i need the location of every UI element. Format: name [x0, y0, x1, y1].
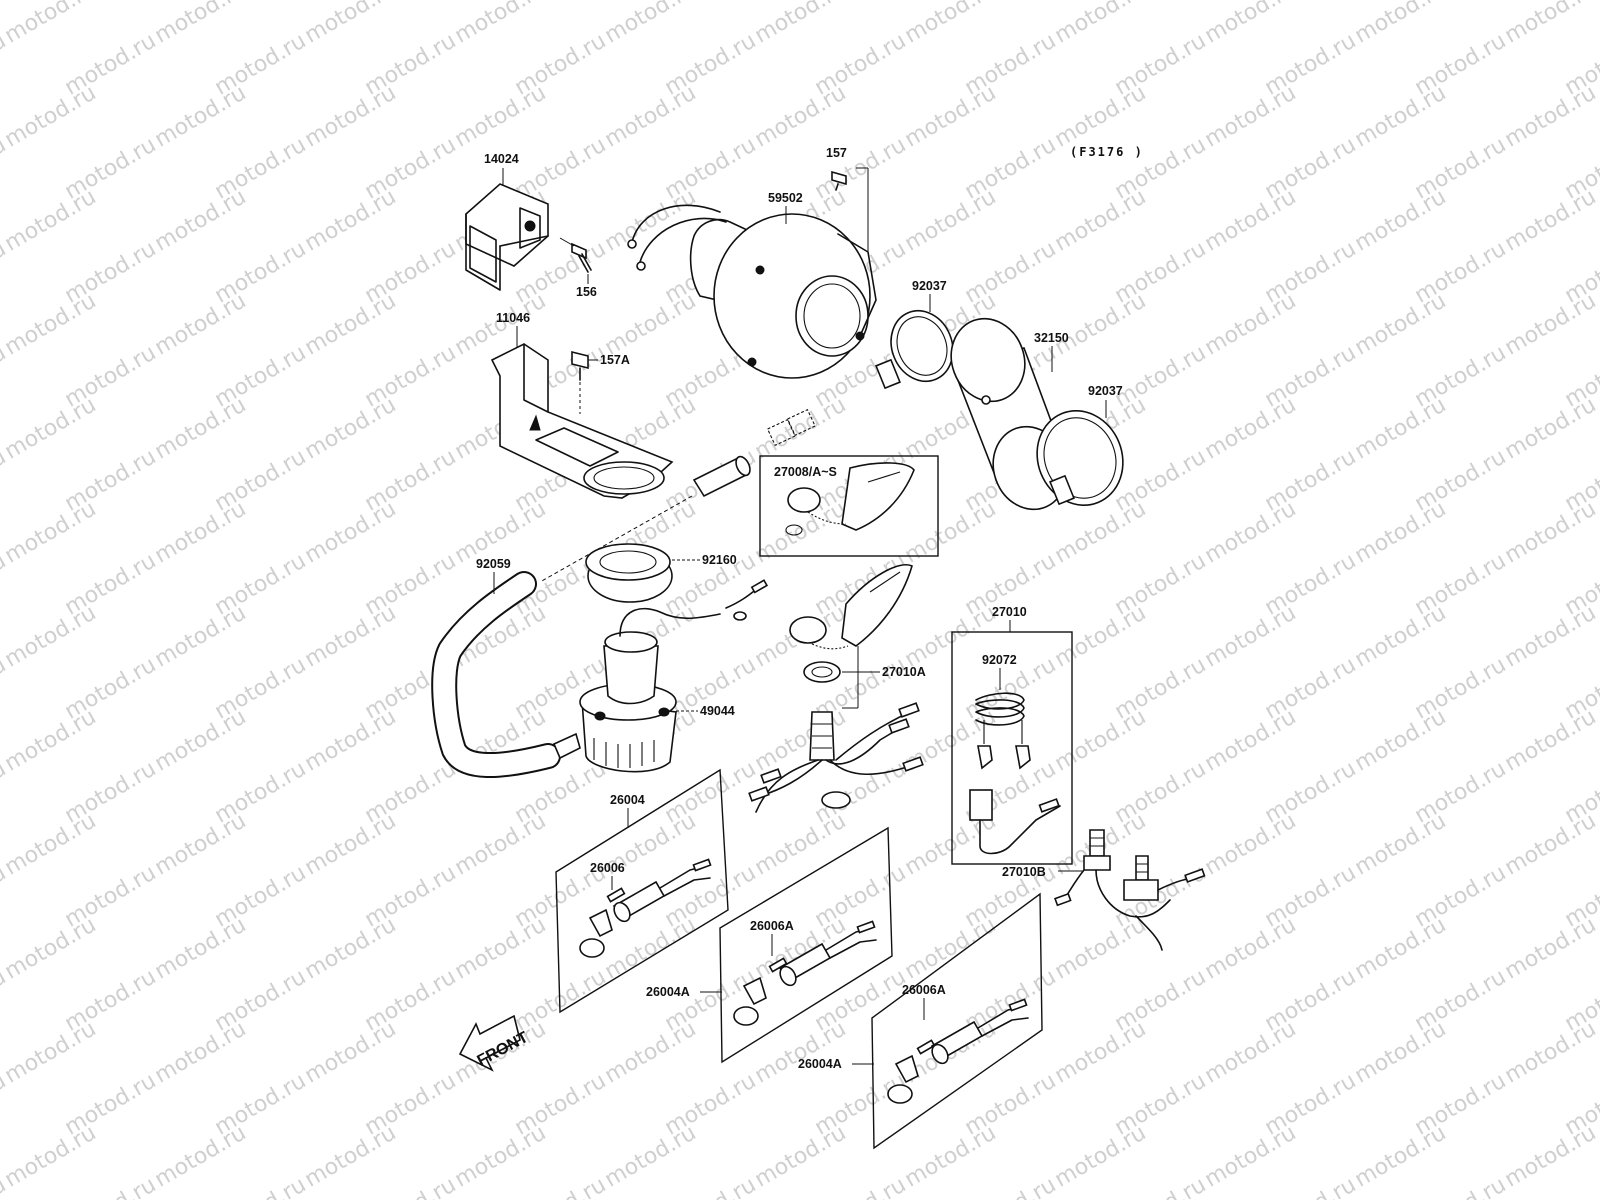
label-11046: 11046 — [496, 311, 530, 325]
label-92037-upper: 92037 — [912, 279, 947, 293]
blower-59502-drawing — [627, 204, 877, 379]
label-49044: 49044 — [700, 704, 735, 718]
label-27008: 27008/A~S — [774, 465, 837, 479]
fuse-holder-26004A-middle-box — [719, 826, 893, 1064]
hose-clamp-92037-lower-drawing — [1036, 409, 1124, 507]
bracket-11046-drawing — [490, 343, 674, 499]
label-32150: 32150 — [1034, 331, 1069, 345]
switch-27010B-drawing — [1054, 829, 1206, 951]
label-14024: 14024 — [484, 152, 519, 166]
lanyard-kit-27008-box — [759, 455, 939, 557]
hose-clamp-92037-upper-drawing — [875, 309, 954, 390]
label-92037-lower: 92037 — [1088, 384, 1123, 398]
short-hose-drawing — [539, 455, 751, 583]
bolt-156-drawing — [559, 237, 592, 273]
label-157A: 157A — [600, 353, 630, 367]
label-92072: 92072 — [982, 653, 1017, 667]
grommet-92160-drawing — [585, 543, 673, 603]
diagram-code: (F3176 ) — [1070, 145, 1144, 159]
label-26006A-middle: 26006A — [750, 919, 794, 933]
label-27010: 27010 — [992, 605, 1027, 619]
bolt-157-drawing — [831, 167, 869, 254]
control-box-cover-drawing — [465, 183, 549, 291]
label-26006: 26006 — [590, 861, 625, 875]
label-26006A-lower: 26006A — [902, 983, 946, 997]
switch-27010A-harness-drawing — [748, 564, 924, 813]
label-26004: 26004 — [610, 793, 645, 807]
label-27010B: 27010B — [1002, 865, 1046, 879]
label-92160: 92160 — [702, 553, 737, 567]
front-direction-arrow: FRONT — [458, 1014, 531, 1072]
bilge-pump-49044-drawing — [552, 579, 769, 773]
label-59502: 59502 — [768, 191, 803, 205]
hose-92059-drawing — [431, 571, 561, 779]
label-156: 156 — [576, 285, 597, 299]
lanyard-kit-27010-box — [951, 631, 1073, 865]
dashed-cap-drawing — [766, 408, 816, 447]
fuse-holder-26004-box — [555, 768, 729, 1014]
label-27010A: 27010A — [882, 665, 926, 679]
fuse-holder-26004A-lower-box — [871, 892, 1043, 1150]
label-26004A-lower: 26004A — [798, 1057, 842, 1071]
label-157: 157 — [826, 146, 847, 160]
bolt-157A-drawing — [571, 350, 589, 414]
label-92059: 92059 — [476, 557, 511, 571]
label-26004A-middle: 26004A — [646, 985, 690, 999]
